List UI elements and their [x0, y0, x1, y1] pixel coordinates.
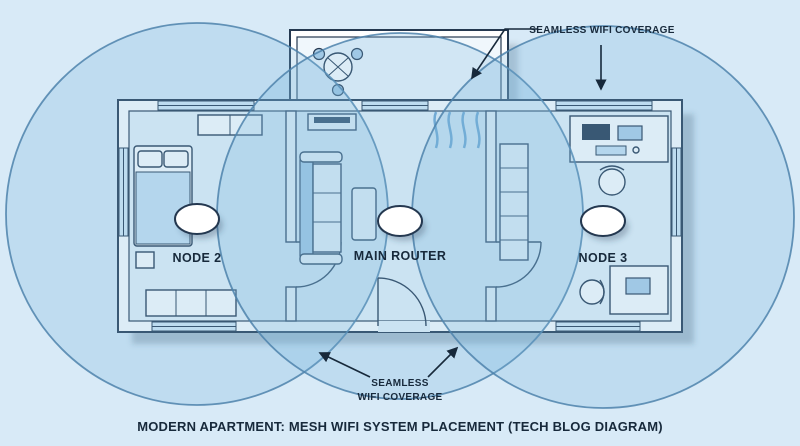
- closet: [499, 143, 529, 261]
- diagram-caption: MODERN APARTMENT: MESH WIFI SYSTEM PLACE…: [137, 419, 663, 434]
- node2-label: NODE 2: [173, 251, 222, 265]
- wifi-nodes: NODE 2 MAIN ROUTER NODE 3: [173, 203, 629, 265]
- entry-door-arc: [377, 277, 427, 327]
- balcony: [289, 29, 509, 105]
- wall-living-office: [485, 110, 497, 243]
- annotation-bottom-line1: SEAMLESS: [371, 378, 428, 389]
- annotations: SEAMLESS WIFI COVERAGE SEAMLESS WIFI COV…: [318, 25, 675, 403]
- annotation-bottom-line2: WIFI COVERAGE: [357, 392, 442, 403]
- main-router-label: MAIN ROUTER: [354, 249, 447, 263]
- nightstand: [135, 251, 155, 269]
- balcony-table-detail: [327, 57, 349, 77]
- balcony-stool: [350, 47, 364, 61]
- windows: [118, 100, 682, 332]
- annotation-top-label: SEAMLESS WIFI COVERAGE: [529, 25, 675, 36]
- keyboard: [595, 145, 627, 156]
- monitor: [617, 125, 643, 141]
- monitor: [582, 124, 610, 140]
- sofa-seat: [312, 163, 342, 253]
- sofa-armrest: [299, 151, 343, 163]
- annotation-bottom-arrow-right: [427, 346, 459, 378]
- main-router-device: [377, 205, 423, 237]
- dresser: [145, 289, 237, 317]
- wall-bedroom-living-stub: [285, 286, 297, 322]
- mouse: [632, 146, 640, 154]
- laptop: [625, 277, 651, 295]
- chair-back: [599, 165, 625, 171]
- coffee-table: [351, 187, 377, 241]
- living-room: [299, 111, 481, 265]
- office-chair: [598, 168, 626, 196]
- tv: [314, 117, 350, 123]
- curtains: [433, 111, 481, 149]
- sofa-armrest: [299, 253, 343, 265]
- interior-walls: [285, 110, 497, 322]
- pillow: [137, 150, 163, 168]
- door-arc: [495, 241, 542, 288]
- entry-opening: [378, 321, 430, 332]
- office: [499, 115, 669, 315]
- wall-bedroom-living: [285, 110, 297, 243]
- annotation-bottom-arrow-left: [318, 352, 371, 378]
- pillow: [163, 150, 189, 168]
- coverage-circles: [5, 22, 795, 409]
- desk-secondary: [609, 265, 669, 315]
- chair-back: [599, 279, 605, 305]
- node3-device: [580, 205, 626, 237]
- node2-device: [174, 203, 220, 235]
- wall-living-office-stub: [485, 286, 497, 322]
- node3-label: NODE 3: [579, 251, 628, 265]
- annotation-top-arrow-left: [471, 28, 537, 80]
